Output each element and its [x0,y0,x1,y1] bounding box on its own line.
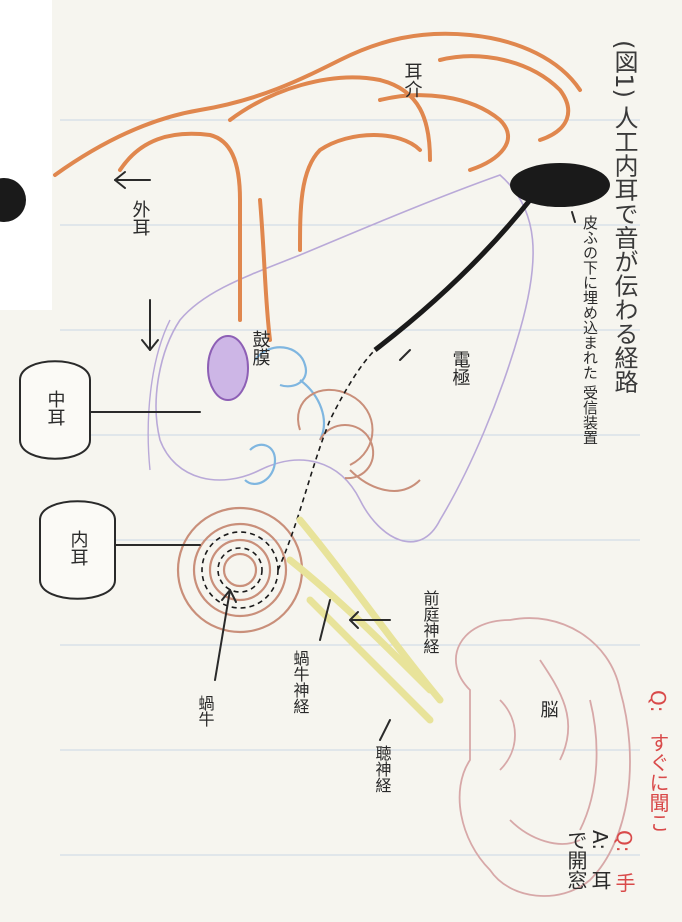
label-eardrum: 鼓膜 [250,330,271,366]
receiver-lead [373,198,532,352]
side-question: Q: すぐに聞こ [646,690,670,832]
brain [455,617,631,897]
binder-hole [0,178,26,222]
ruled-lines [60,119,640,856]
nerves [286,516,444,724]
inner-ear-bubble [39,500,116,600]
receiver-device [510,163,610,207]
side-answer-1: A: 耳 [588,830,612,890]
side-question-2: Q: 手 [612,830,636,892]
skin-outline [155,174,534,543]
canal-lower-outline [147,319,171,471]
label-vestibular-nerve: 前庭神経 [421,590,440,654]
cochlea-spiral [176,506,304,634]
label-receiver: 皮ふの下に埋め込まれた 受信装置 [581,215,599,445]
label-cochlear-nerve: 蝸牛神経 [291,650,310,714]
label-brain: 脳 [538,700,559,719]
callout-bubbles [19,360,116,600]
ossicles [244,346,325,485]
figure-caption: (図1) 人工内耳で音が伝わる経路 [610,40,638,394]
pinna [53,31,582,342]
eardrum-shape [207,335,249,401]
label-electrode: 電極 [450,350,471,386]
electrode-in-cochlea [201,349,376,609]
label-pinna: 耳介 [402,62,423,98]
label-cochlea: 蝸牛 [196,695,215,727]
side-answer-2: で開窓 [564,830,588,890]
leader-lines [87,171,576,741]
label-auditory-nerve: 聴神経 [373,745,392,793]
label-outer-ear: 外耳 [130,200,151,236]
middle-ear-bubble [19,360,91,460]
paper-strip [0,0,52,310]
label-inner-ear: 内耳 [68,530,89,566]
semicircular-canals [297,389,421,492]
label-middle-ear: 中耳 [45,390,66,426]
